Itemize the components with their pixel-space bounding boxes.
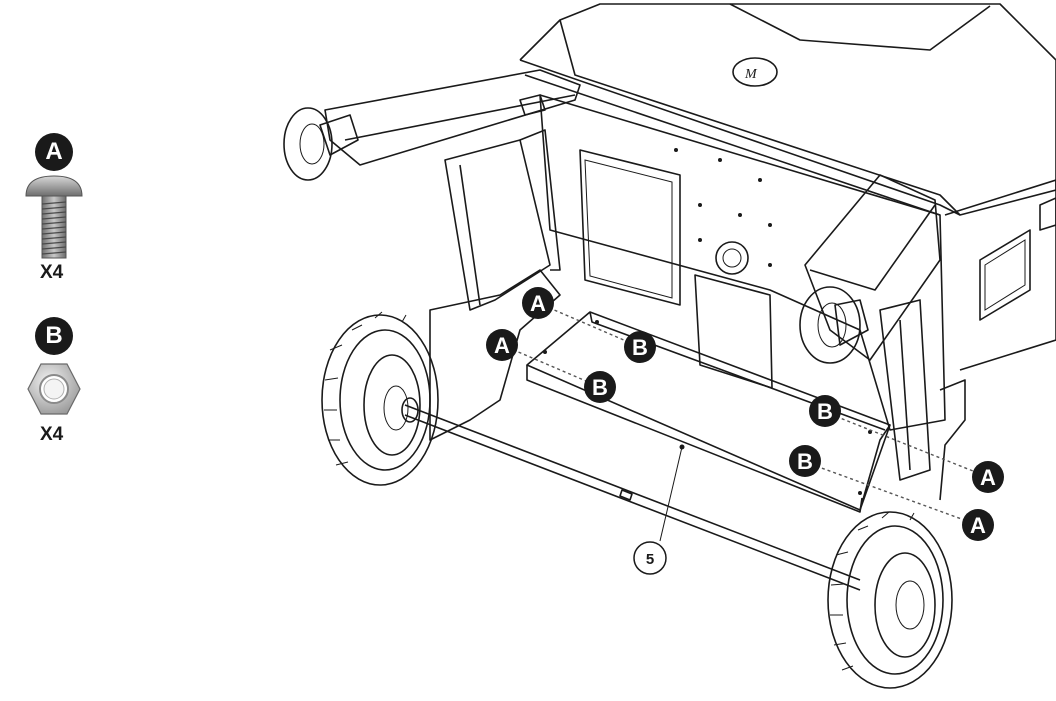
hardware-legend: A X4 B bbox=[0, 0, 120, 701]
callout-b-right-top: B bbox=[809, 395, 841, 427]
part-a-quantity: X4 bbox=[40, 262, 64, 283]
callout-a-right-top: A bbox=[972, 461, 1004, 493]
callout-b-left-bottom: B bbox=[584, 371, 616, 403]
part-b-badge: B bbox=[35, 317, 73, 355]
callout-a-right-bottom-label: A bbox=[970, 513, 986, 538]
left-wheel bbox=[321, 311, 439, 486]
right-wheel bbox=[827, 511, 953, 689]
callout-a-right-top-label: A bbox=[980, 465, 996, 490]
part-number-5: 5 bbox=[633, 541, 667, 575]
callout-a-left-bottom-label: A bbox=[494, 333, 510, 358]
left-handle bbox=[283, 69, 581, 181]
part-b-quantity: X4 bbox=[40, 424, 64, 445]
callout-a-right-bottom: A bbox=[962, 509, 994, 541]
part-a-letter: A bbox=[45, 138, 63, 165]
bottom-shelf bbox=[526, 311, 891, 513]
callout-b-left-bottom-label: B bbox=[592, 375, 608, 400]
part-b-letter: B bbox=[45, 322, 63, 349]
left-leg bbox=[429, 129, 561, 441]
part-a-badge: A bbox=[35, 133, 73, 171]
grill-body: M bbox=[519, 3, 1056, 371]
part-number-label: 5 bbox=[646, 551, 654, 568]
callout-b-right-top-label: B bbox=[817, 399, 833, 424]
hex-nut-icon bbox=[27, 363, 81, 415]
svg-text:M: M bbox=[744, 67, 758, 82]
screw-icon bbox=[25, 175, 83, 259]
callout-b-right-bottom: B bbox=[789, 445, 821, 477]
fastener-guides bbox=[501, 302, 989, 526]
right-handle bbox=[799, 174, 941, 364]
part-number-leader bbox=[659, 444, 685, 542]
callout-a-left-bottom: A bbox=[486, 329, 518, 361]
right-leg bbox=[879, 299, 966, 501]
callout-a-left-top-label: A bbox=[530, 291, 546, 316]
callout-b-left-top-label: B bbox=[632, 335, 648, 360]
axle bbox=[401, 397, 861, 591]
callout-b-left-top: B bbox=[624, 331, 656, 363]
callout-a-left-top: A bbox=[522, 287, 554, 319]
callout-b-right-bottom-label: B bbox=[797, 449, 813, 474]
